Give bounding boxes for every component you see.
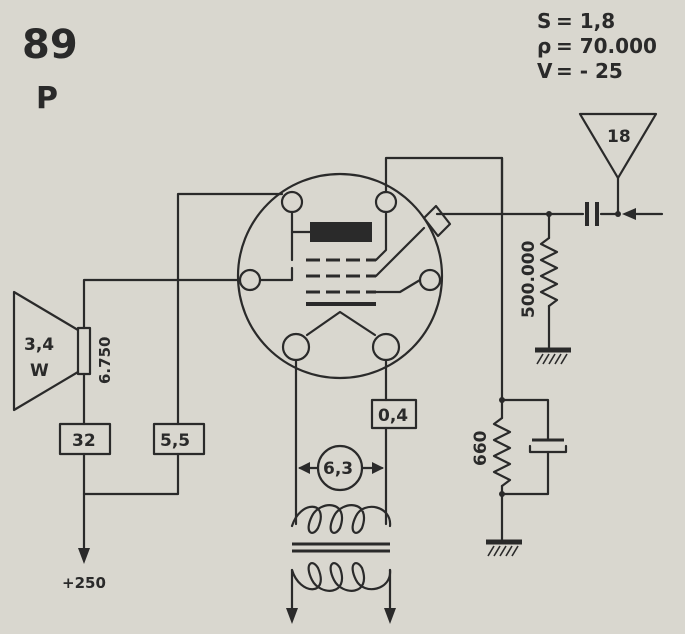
heater-voltage: 6,3 xyxy=(323,459,353,479)
speaker-icon: 3,4 W xyxy=(12,290,92,412)
box-heater-current-label: 0,4 xyxy=(378,406,408,426)
tube-number: 89 xyxy=(22,22,78,68)
antenna-label: 18 xyxy=(607,127,631,147)
pin-top-left xyxy=(280,190,304,214)
speaker-power: 3,4 xyxy=(24,335,54,355)
param-rho-symbol: ρ xyxy=(537,34,551,58)
supply-bus xyxy=(82,452,180,496)
pin-heater-left xyxy=(281,332,311,362)
box-screen-label: 5,5 xyxy=(160,431,190,451)
bypass-capacitor xyxy=(500,398,568,496)
cathode-resistor-value: 660 xyxy=(471,430,491,466)
speaker-impedance: 6.750 xyxy=(96,337,114,384)
ground-grid xyxy=(535,347,571,365)
top-cap xyxy=(422,204,452,238)
cathode-resistor xyxy=(492,398,512,542)
param-v-symbol: V xyxy=(537,59,553,83)
plate-electrode xyxy=(310,222,372,242)
box-screen: 5,5 xyxy=(152,422,206,456)
param-s-value: = 1,8 xyxy=(556,9,615,33)
screen-wire xyxy=(176,192,284,426)
input-triangle: 18 xyxy=(578,112,658,216)
ground-cathode xyxy=(486,539,522,557)
grid-resistor-value: 500.000 xyxy=(519,240,539,318)
coupling-capacitor xyxy=(438,202,620,226)
box-plate: 32 xyxy=(58,422,112,456)
param-s-symbol: S xyxy=(537,9,551,33)
pin-left xyxy=(238,268,262,292)
input-arrow xyxy=(622,208,664,220)
box-heater-current: 0,4 xyxy=(370,398,418,430)
grid-resistor xyxy=(539,212,559,350)
speaker-unit: W xyxy=(30,361,49,381)
pin-top-right xyxy=(374,190,398,214)
tube-envelope xyxy=(236,172,444,380)
speaker-wire-top xyxy=(82,278,242,330)
supply-arrow xyxy=(78,548,90,564)
pin-right xyxy=(418,268,442,292)
supply-voltage: +250 xyxy=(62,574,106,592)
param-rho-value: = 70.000 xyxy=(556,34,657,58)
plate-wire xyxy=(384,156,504,216)
param-v-value: = - 25 xyxy=(556,59,623,83)
heater-voltage-indicator: 6,3 xyxy=(298,444,384,492)
transformer xyxy=(286,504,396,624)
box-plate-label: 32 xyxy=(72,431,96,451)
tube-function: P xyxy=(36,81,58,116)
pin-heater-right xyxy=(371,332,401,362)
